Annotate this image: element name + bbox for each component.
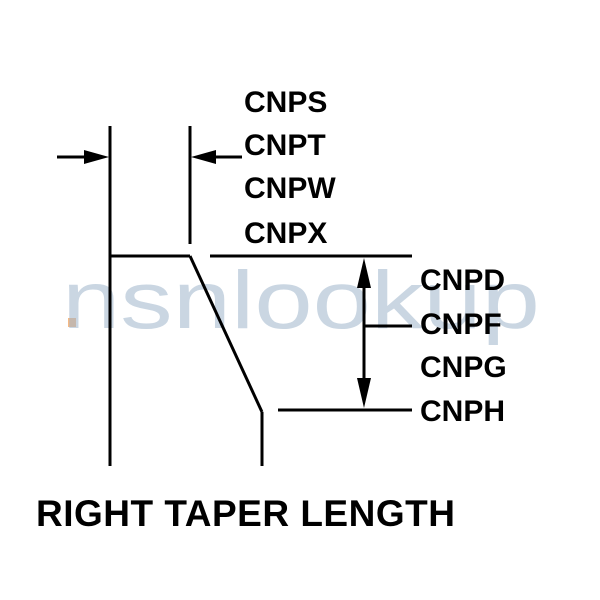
up-arrowhead (357, 258, 371, 288)
taper-slope-line (188, 255, 264, 413)
left-arrowhead (84, 150, 109, 164)
watermark-text: nsnlookup (62, 255, 540, 346)
label-cnpx: CNPX (244, 217, 327, 250)
label-cnpt: CNPT (244, 129, 326, 162)
label-cnpf: CNPF (420, 308, 502, 341)
label-cnpd: CNPD (420, 264, 505, 297)
down-arrowhead (357, 378, 371, 408)
label-cnph: CNPH (420, 395, 505, 428)
diagram-caption: RIGHT TAPER LENGTH (36, 493, 455, 534)
right-arrowhead (191, 150, 216, 164)
length-dimension (210, 254, 412, 412)
label-cnps: CNPS (244, 86, 327, 119)
label-cnpg: CNPG (420, 351, 507, 384)
right-labels: CNPD CNPF CNPG CNPH (420, 264, 507, 428)
top-labels: CNPS CNPT CNPW CNPX (244, 86, 336, 250)
part-profile (108, 126, 264, 466)
watermark: nsnlookup (62, 255, 540, 346)
width-dimension (57, 150, 242, 164)
label-cnpw: CNPW (244, 172, 336, 205)
watermark-dot (68, 318, 76, 327)
